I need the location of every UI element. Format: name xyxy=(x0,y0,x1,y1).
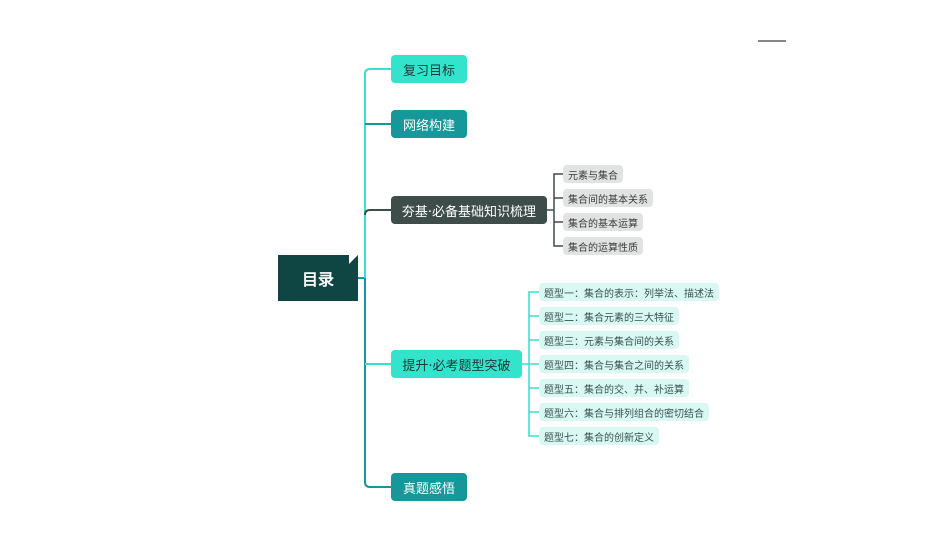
root-node[interactable]: 目录 xyxy=(278,255,358,301)
list-item[interactable]: 题型三：元素与集合间的关系 xyxy=(539,331,679,349)
list-item[interactable]: 元素与集合 xyxy=(563,165,623,183)
list-item[interactable]: 题型二：集合元素的三大特征 xyxy=(539,307,679,325)
branch-basics[interactable]: 夯基·必备基础知识梳理 xyxy=(391,196,547,224)
list-item[interactable]: 题型六：集合与排列组合的密切结合 xyxy=(539,403,709,421)
branch-real-exams[interactable]: 真题感悟 xyxy=(391,473,467,501)
list-item[interactable]: 集合的运算性质 xyxy=(563,237,643,255)
folded-corner-icon xyxy=(349,255,358,264)
branch-question-types[interactable]: 提升·必考题型突破 xyxy=(391,350,522,378)
branch-review-goals[interactable]: 复习目标 xyxy=(391,55,467,83)
list-item[interactable]: 题型四：集合与集合之间的关系 xyxy=(539,355,689,373)
list-item[interactable]: 题型一：集合的表示：列举法、描述法 xyxy=(539,283,719,301)
list-item[interactable]: 集合的基本运算 xyxy=(563,213,643,231)
list-item[interactable]: 题型七：集合的创新定义 xyxy=(539,427,659,445)
list-item[interactable]: 集合间的基本关系 xyxy=(563,189,653,207)
root-label: 目录 xyxy=(301,270,334,289)
window-handle[interactable] xyxy=(758,40,786,42)
branch-network[interactable]: 网络构建 xyxy=(391,110,467,138)
list-item[interactable]: 题型五：集合的交、并、补运算 xyxy=(539,379,689,397)
